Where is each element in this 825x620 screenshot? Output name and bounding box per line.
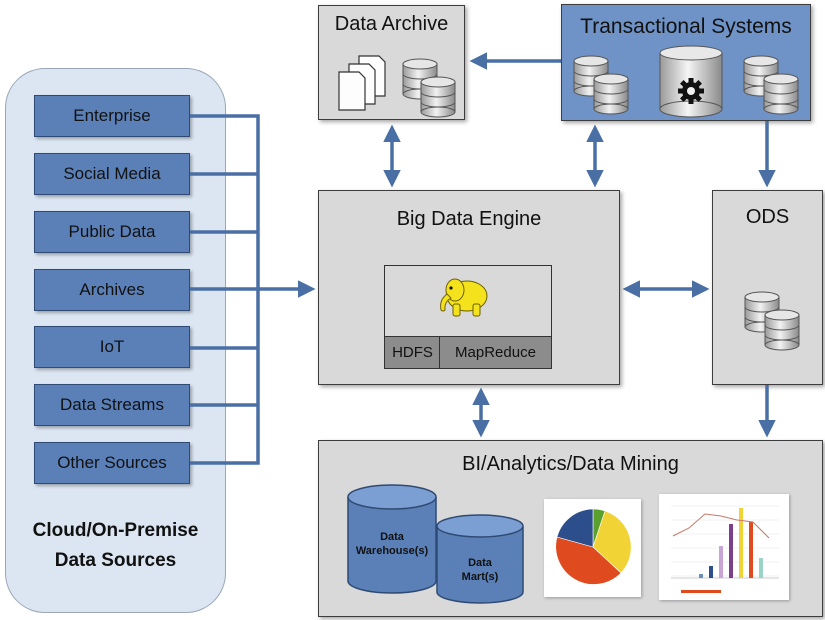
- mart-line-1: Data: [468, 557, 492, 569]
- source-label: Archives: [79, 280, 145, 299]
- document-stack-icon: [338, 55, 386, 111]
- data-sources-caption: Cloud/On-Premise Data Sources: [10, 516, 221, 576]
- ods-box[interactable]: ODS: [712, 190, 823, 385]
- source-label: Enterprise: [73, 106, 151, 125]
- source-iot[interactable]: IoT: [34, 326, 190, 368]
- hdfs-label: HDFS: [392, 344, 433, 361]
- big-data-engine-title: Big Data Engine: [396, 208, 542, 230]
- transactional-systems-box[interactable]: Transactional Systems: [561, 4, 811, 121]
- source-other-sources[interactable]: Other Sources: [34, 442, 190, 484]
- ods-title: ODS: [745, 206, 790, 228]
- data-warehouse-label: Data Warehouse(s): [346, 530, 438, 558]
- warehouse-line-1: Data: [380, 531, 404, 543]
- bar-line-chart-icon: [671, 505, 779, 593]
- source-label: Other Sources: [57, 453, 167, 472]
- data-archive-title: Data Archive: [334, 13, 449, 35]
- mart-line-2: Mart(s): [461, 571, 499, 583]
- bar-line-chart-thumbnail: [659, 494, 789, 600]
- source-label: Data Streams: [60, 395, 164, 414]
- source-data-streams[interactable]: Data Streams: [34, 384, 190, 426]
- source-enterprise[interactable]: Enterprise: [34, 95, 190, 137]
- database-icon: [573, 55, 629, 115]
- data-warehouse-cylinder: [347, 484, 437, 594]
- bi-analytics-title: BI/Analytics/Data Mining: [462, 453, 679, 475]
- data-mart-label: Data Mart(s): [435, 556, 525, 584]
- data-mart-cylinder: [436, 514, 524, 604]
- hdfs-tab[interactable]: HDFS: [384, 336, 441, 369]
- mapreduce-tab[interactable]: MapReduce: [439, 336, 552, 369]
- warehouse-line-2: Warehouse(s): [355, 545, 429, 557]
- caption-line-2: Data Sources: [54, 550, 177, 571]
- database-icon: [743, 55, 799, 115]
- source-label: IoT: [99, 337, 125, 356]
- caption-line-1: Cloud/On-Premise: [32, 520, 199, 541]
- data-archive-box[interactable]: Data Archive: [318, 5, 465, 120]
- source-label: Social Media: [63, 164, 161, 183]
- database-gear-icon: [659, 45, 723, 118]
- mapreduce-label: MapReduce: [455, 344, 536, 361]
- source-archives[interactable]: Archives: [34, 269, 190, 311]
- source-social-media[interactable]: Social Media: [34, 153, 190, 195]
- database-icon: [744, 291, 800, 351]
- hadoop-elephant-icon: [440, 278, 488, 317]
- source-public-data[interactable]: Public Data: [34, 211, 190, 253]
- source-label: Public Data: [68, 222, 156, 241]
- pie-chart-thumbnail: [544, 499, 641, 597]
- pie-chart-icon: [555, 508, 632, 585]
- transactional-systems-title: Transactional Systems: [580, 15, 792, 38]
- database-icon: [402, 58, 456, 118]
